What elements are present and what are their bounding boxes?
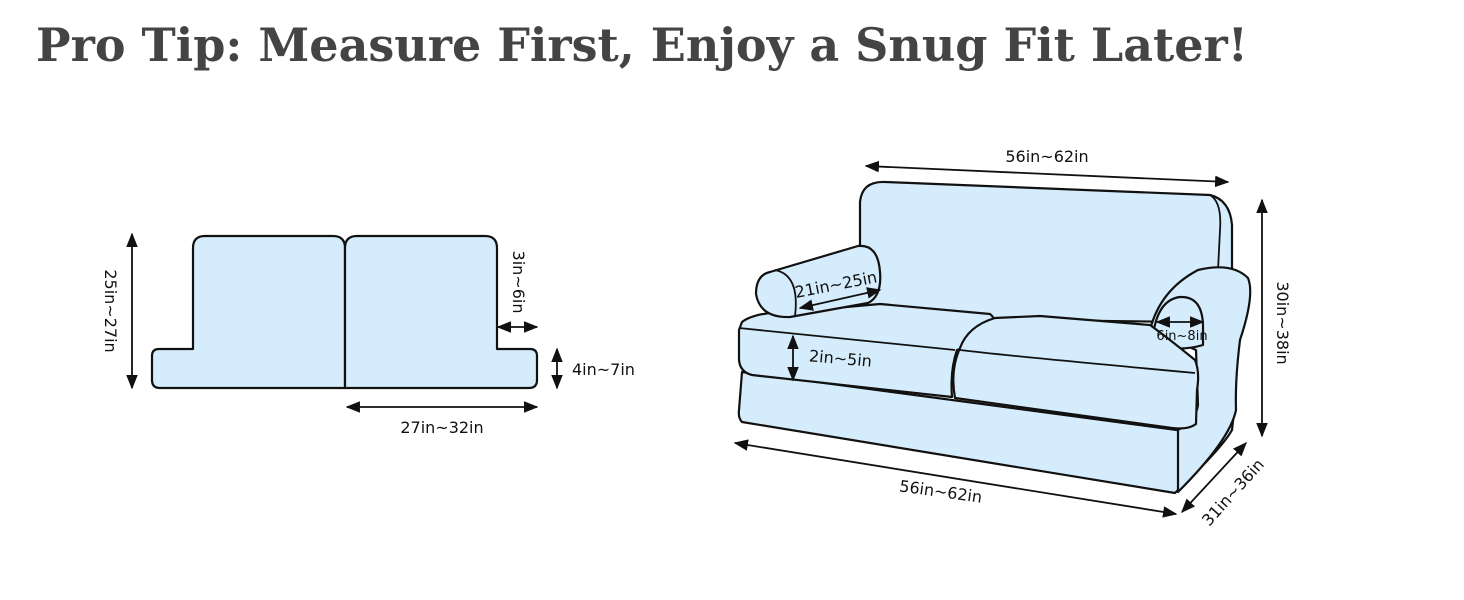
cushion-cover-diagram: 25in~27in 3in~6in 4in~7in 27in~32in	[101, 232, 635, 437]
sofa-height-label: 30in~38in	[1273, 281, 1292, 364]
cushion-thickness-label: 4in~7in	[572, 360, 635, 379]
cushion-side-label: 3in~6in	[509, 251, 528, 314]
sofa-right-seat	[952, 314, 1200, 430]
arm-length-arrow	[798, 287, 882, 311]
arm-width-label: 6in~8in	[1156, 329, 1207, 344]
page-title: Pro Tip: Measure First, Enjoy a Snug Fit…	[36, 18, 1248, 72]
back-width-label: 56in~62in	[1005, 147, 1088, 166]
cushion-left	[150, 234, 347, 390]
cushion-right	[343, 234, 539, 390]
cushion-height-label: 25in~27in	[101, 269, 120, 352]
depth-label: 31in~36in	[1198, 455, 1268, 530]
depth-arrow	[1181, 441, 1247, 514]
back-width-arrow	[864, 160, 1230, 188]
cushion-width-label: 27in~32in	[400, 418, 483, 437]
sofa-diagram: 56in~62in 21in~25in 2in~5in 6in~8in 30in…	[733, 147, 1292, 530]
front-width-arrow	[733, 439, 1178, 518]
